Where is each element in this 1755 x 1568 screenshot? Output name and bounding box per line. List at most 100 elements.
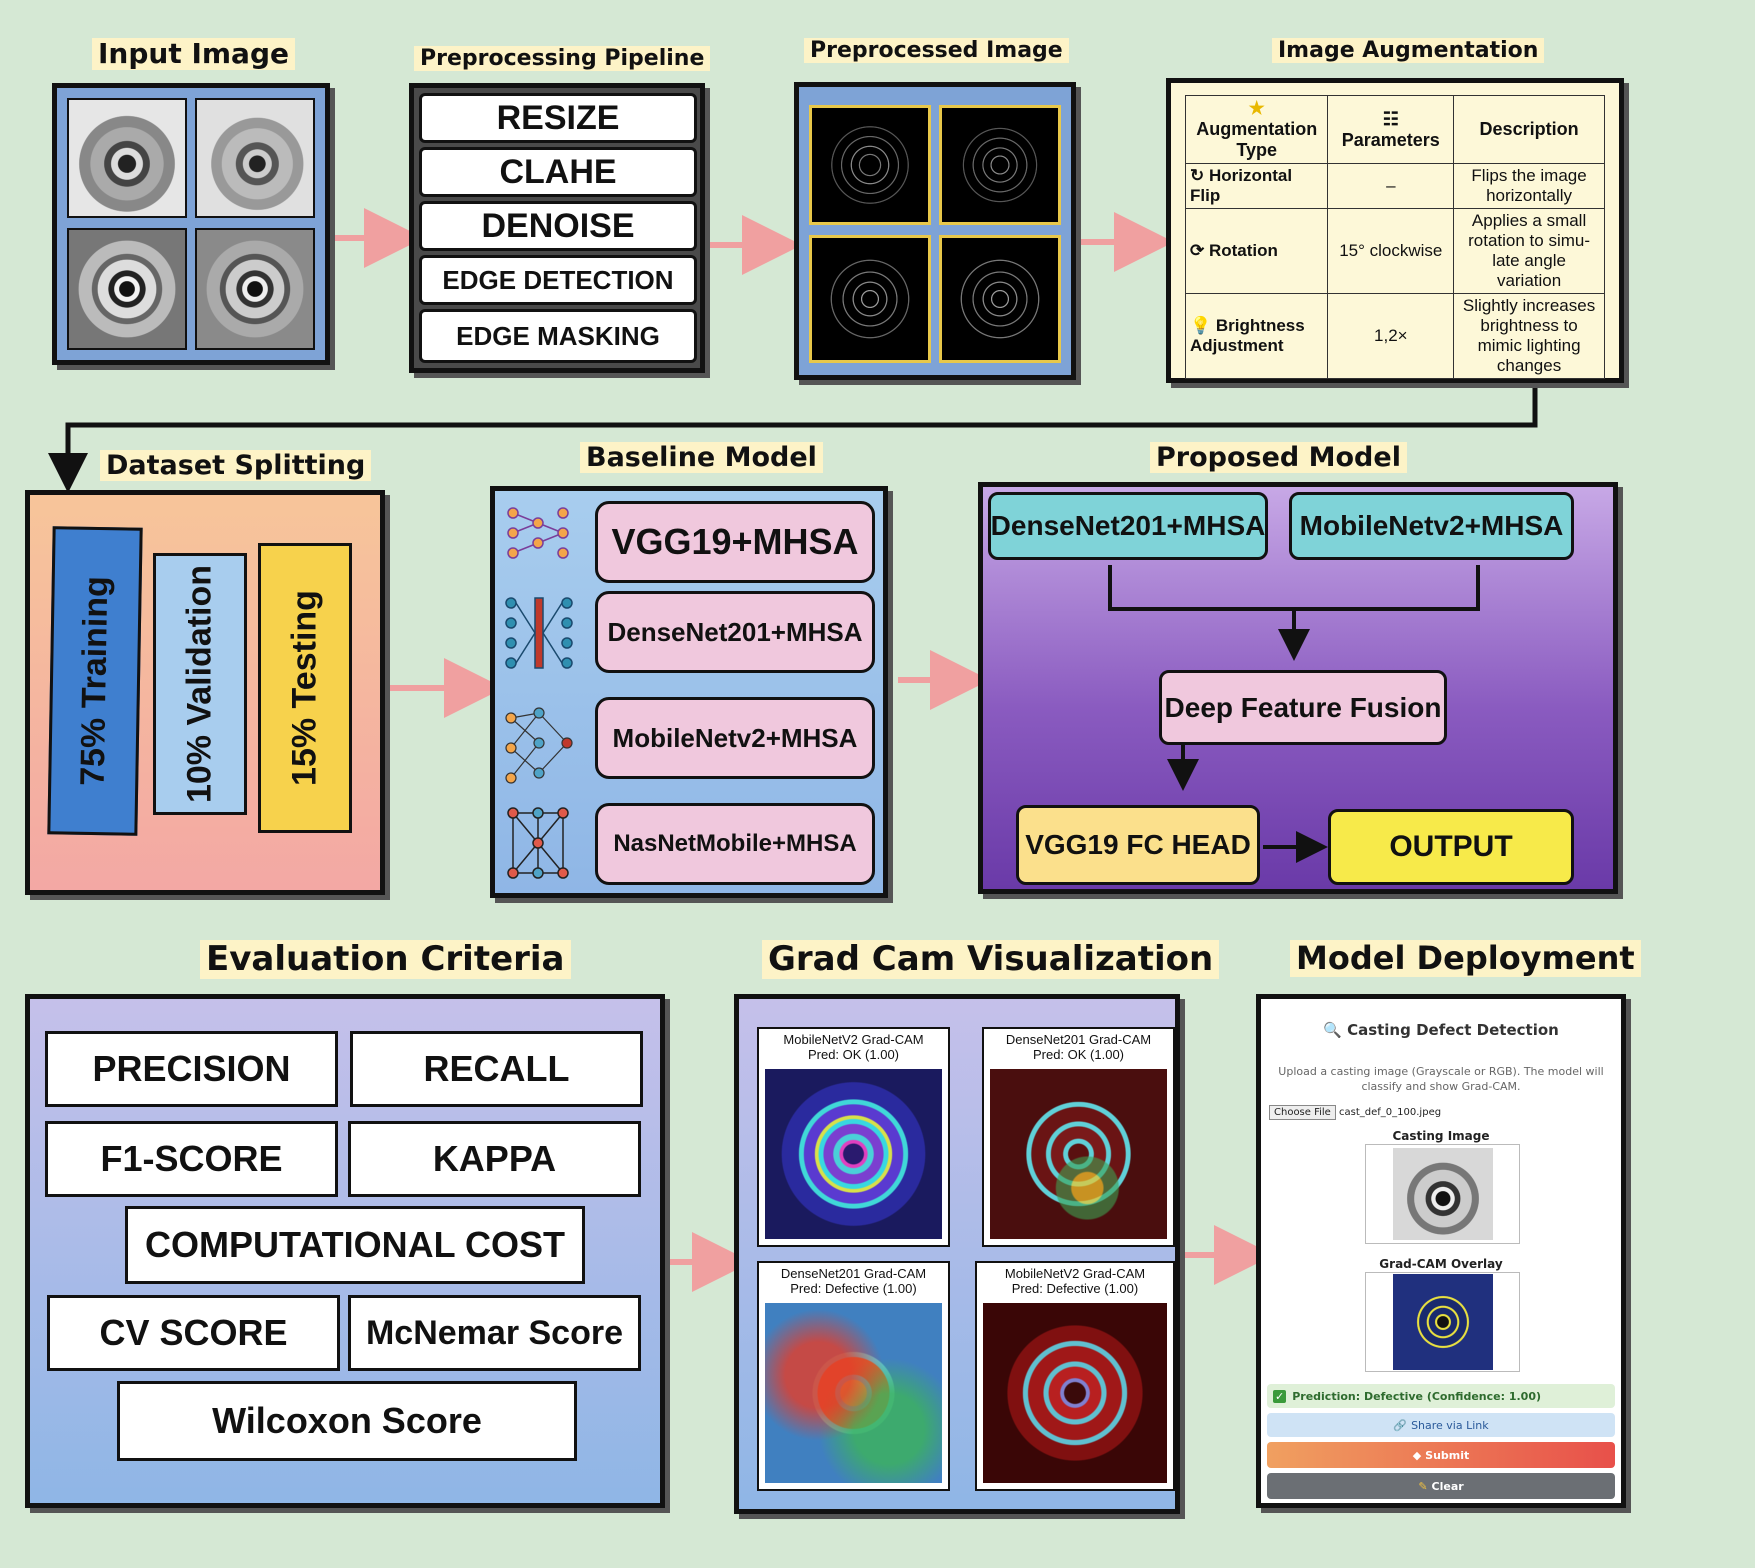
edge-thumbnail	[939, 105, 1061, 225]
input-image-panel	[52, 83, 330, 365]
metric-kappa: KAPPA	[348, 1121, 641, 1197]
title-model-deployment: Model Deployment	[1290, 940, 1641, 977]
star-icon: ★	[1248, 98, 1265, 118]
input-thumbnail	[195, 228, 315, 350]
sliders-icon: ☷	[1382, 108, 1399, 129]
column-header: Description	[1453, 95, 1605, 164]
file-name: cast_def_0_100.jpeg	[1339, 1107, 1442, 1118]
table-row: ↻ Horizontal Flip – Flips the image hori…	[1184, 163, 1605, 209]
vgg19-fc-head: VGG19 FC HEAD	[1016, 805, 1260, 885]
table-cell: Flips the image horizontally	[1453, 163, 1605, 209]
pipeline-step-edge-masking: EDGE MASKING	[419, 309, 697, 363]
deep-feature-fusion: Deep Feature Fusion	[1159, 670, 1447, 745]
checkmark-icon: ✓	[1273, 1389, 1287, 1403]
augmentation-table: ★ Augmentation Type ☷ Parameters Descrip…	[1184, 95, 1605, 379]
broom-icon: ✎	[1418, 1479, 1428, 1493]
split-validation: 10% Validation	[153, 553, 247, 815]
table-header-row: ★ Augmentation Type ☷ Parameters Descrip…	[1184, 95, 1605, 164]
arrow-augmentation-to-splitting	[48, 383, 1538, 493]
metric-recall: RECALL	[350, 1031, 643, 1107]
column-header: ☷ Parameters	[1327, 95, 1455, 164]
proposed-densenet201-mhsa: DenseNet201+MHSA	[988, 492, 1268, 560]
table-cell: ⟳ Rotation	[1184, 208, 1329, 294]
dataset-splitting-panel: 75% Training 10% Validation 15% Testing	[25, 490, 385, 895]
refresh-icon: ⟳	[1190, 241, 1205, 260]
title-input-image: Input Image	[92, 37, 295, 71]
neural-network-icon	[507, 807, 569, 879]
baseline-nasnetmobile-mhsa: NasNetMobile+MHSA	[595, 803, 875, 885]
metric-cv-score: CV SCORE	[47, 1295, 340, 1371]
title-evaluation-criteria: Evaluation Criteria	[200, 939, 571, 980]
gradcam-overlay-frame	[1365, 1272, 1520, 1372]
title-proposed-model: Proposed Model	[1150, 442, 1407, 474]
diamond-icon: ◆	[1412, 1448, 1422, 1462]
casting-image-frame	[1365, 1144, 1520, 1244]
neural-network-icon	[505, 597, 573, 669]
baseline-mobilenetv2-mhsa: MobileNetv2+MHSA	[595, 697, 875, 779]
table-cell: 1,2×	[1327, 293, 1455, 379]
table-cell: 💡 Brightness Adjustment	[1184, 293, 1329, 379]
neural-network-icon	[507, 507, 569, 559]
network-icons	[505, 507, 573, 879]
gradcam-heatmap-image	[990, 1069, 1167, 1239]
link-icon: 🔗	[1393, 1418, 1408, 1432]
metric-wilcoxon-score: Wilcoxon Score	[117, 1381, 577, 1461]
table-cell: –	[1327, 163, 1455, 209]
submit-button[interactable]: ◆Submit	[1267, 1442, 1615, 1468]
evaluation-criteria-panel: PRECISION RECALL F1-SCORE KAPPA COMPUTAT…	[25, 994, 665, 1508]
lightbulb-icon: 💡	[1190, 316, 1212, 335]
pipeline-step-denoise: DENOISE	[419, 201, 697, 251]
baseline-model-panel: VGG19+MHSA DenseNet201+MHSA MobileNetv2+…	[490, 486, 888, 898]
metric-precision: PRECISION	[45, 1031, 338, 1107]
pipeline-step-edge-detection: EDGE DETECTION	[419, 255, 697, 305]
choose-file-button[interactable]: Choose File	[1269, 1105, 1336, 1120]
input-thumbnail	[67, 228, 187, 350]
title-dataset-splitting: Dataset Splitting	[100, 450, 372, 482]
metric-mcnemar-score: McNemar Score	[348, 1295, 641, 1371]
magnifier-icon: 🔍	[1323, 1021, 1342, 1039]
pipeline-step-resize: RESIZE	[419, 93, 697, 143]
preprocessing-panel: RESIZE CLAHE DENOISE EDGE DETECTION EDGE…	[409, 83, 705, 373]
gradcam-overlay-image	[1392, 1274, 1493, 1370]
table-cell: 15° clockwise	[1327, 208, 1455, 294]
table-row: 💡 Brightness Adjustment 1,2× Slightly in…	[1184, 293, 1605, 379]
baseline-vgg19-mhsa: VGG19+MHSA	[595, 501, 875, 583]
edge-thumbnail	[809, 235, 931, 363]
augmentation-panel: ★ Augmentation Type ☷ Parameters Descrip…	[1166, 78, 1624, 383]
proposed-model-panel: DenseNet201+MHSA MobileNetv2+MHSA Deep F…	[978, 482, 1618, 894]
proposed-mobilenetv2-mhsa: MobileNetv2+MHSA	[1289, 492, 1574, 560]
table-row: ⟳ Rotation 15° clockwise Applies a small…	[1184, 208, 1605, 294]
title-baseline-model: Baseline Model	[580, 442, 823, 474]
share-button[interactable]: 🔗Share via Link	[1267, 1413, 1615, 1437]
title-preprocessing-pipeline: Preprocessing Pipeline	[414, 46, 711, 72]
casting-image	[1392, 1148, 1493, 1240]
pipeline-step-clahe: CLAHE	[419, 147, 697, 197]
column-header: ★ Augmentation Type	[1184, 95, 1329, 164]
gradcam-heatmap-image	[765, 1303, 942, 1483]
prediction-banner: ✓Prediction: Defective (Confidence: 1.00…	[1267, 1384, 1615, 1408]
title-image-augmentation: Image Augmentation	[1272, 38, 1545, 64]
table-cell: Applies a small rotation to simu-late an…	[1453, 208, 1605, 294]
app-header: 🔍 Casting Defect Detection	[1323, 1021, 1559, 1039]
clear-button[interactable]: ✎Clear	[1267, 1473, 1615, 1499]
table-cell: Slightly increases brightness to mimic l…	[1453, 293, 1605, 379]
title-preprocessed-image: Preprocessed Image	[804, 38, 1069, 64]
table-cell: ↻ Horizontal Flip	[1184, 163, 1329, 209]
input-thumbnail	[67, 98, 187, 218]
file-picker: Choose File cast_def_0_100.jpeg	[1269, 1105, 1609, 1120]
edge-thumbnail	[809, 105, 931, 225]
preprocessed-image-panel	[794, 82, 1076, 380]
gradcam-heatmap-image	[983, 1303, 1167, 1483]
input-thumbnail	[195, 98, 315, 218]
edge-thumbnail	[939, 235, 1061, 363]
casting-image-label: Casting Image	[1392, 1129, 1490, 1143]
